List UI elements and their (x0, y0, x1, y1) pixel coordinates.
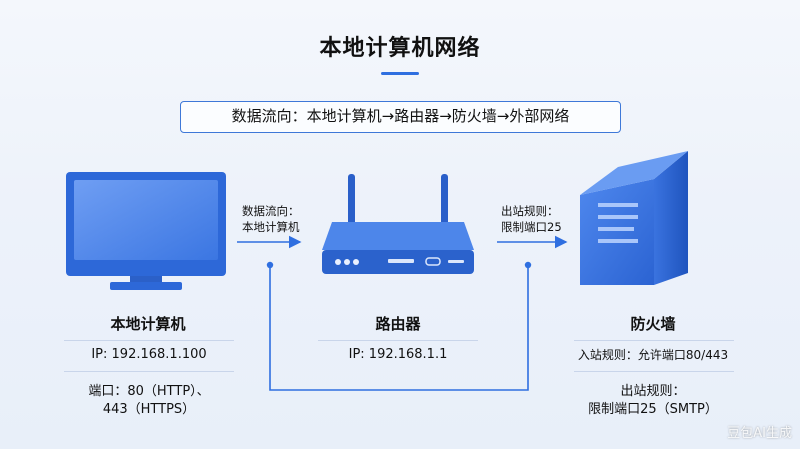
firewall-inbound-rule: 入站规则：允许端口80/443 (577, 348, 729, 362)
divider (64, 371, 234, 372)
divider (574, 340, 734, 341)
edge-label-computer-router: 数据流向： 本地计算机 (242, 203, 300, 235)
computer-icon (66, 172, 226, 290)
computer-name: 本地计算机 (110, 315, 186, 333)
divider (574, 371, 734, 372)
edge-label-line: 限制端口25 (501, 220, 562, 234)
firewall-name: 防火墙 (630, 315, 676, 333)
firewall-outbound-line1: 出站规则： (620, 384, 686, 399)
edge-label-router-firewall: 出站规则： 限制端口25 (501, 203, 562, 235)
edge-label-line: 出站规则： (501, 204, 559, 218)
page-title: 本地计算机网络 (319, 36, 481, 61)
edge-label-line: 本地计算机 (242, 220, 300, 234)
divider (64, 340, 234, 341)
firewall-icon (580, 151, 688, 285)
loop-node-right (524, 261, 532, 269)
computer-ports-line2: 443（HTTPS） (102, 402, 196, 417)
title-underline (381, 72, 419, 75)
watermark: 豆包AI生成 (727, 426, 792, 441)
firewall-outbound-line2: 限制端口25（SMTP） (588, 402, 718, 417)
divider (318, 340, 478, 341)
flow-banner: 数据流向：本地计算机→路由器→防火墙→外部网络 (180, 101, 621, 133)
loop-node-left (266, 261, 274, 269)
computer-ip: IP: 192.168.1.100 (91, 347, 207, 362)
computer-ports-line1: 端口：80（HTTP）、 (88, 384, 210, 399)
router-icon (322, 174, 474, 274)
return-loop-line (269, 265, 529, 391)
router-ip: IP: 192.168.1.1 (348, 347, 448, 362)
router-name: 路由器 (375, 315, 421, 333)
edge-label-line: 数据流向： (242, 204, 300, 218)
